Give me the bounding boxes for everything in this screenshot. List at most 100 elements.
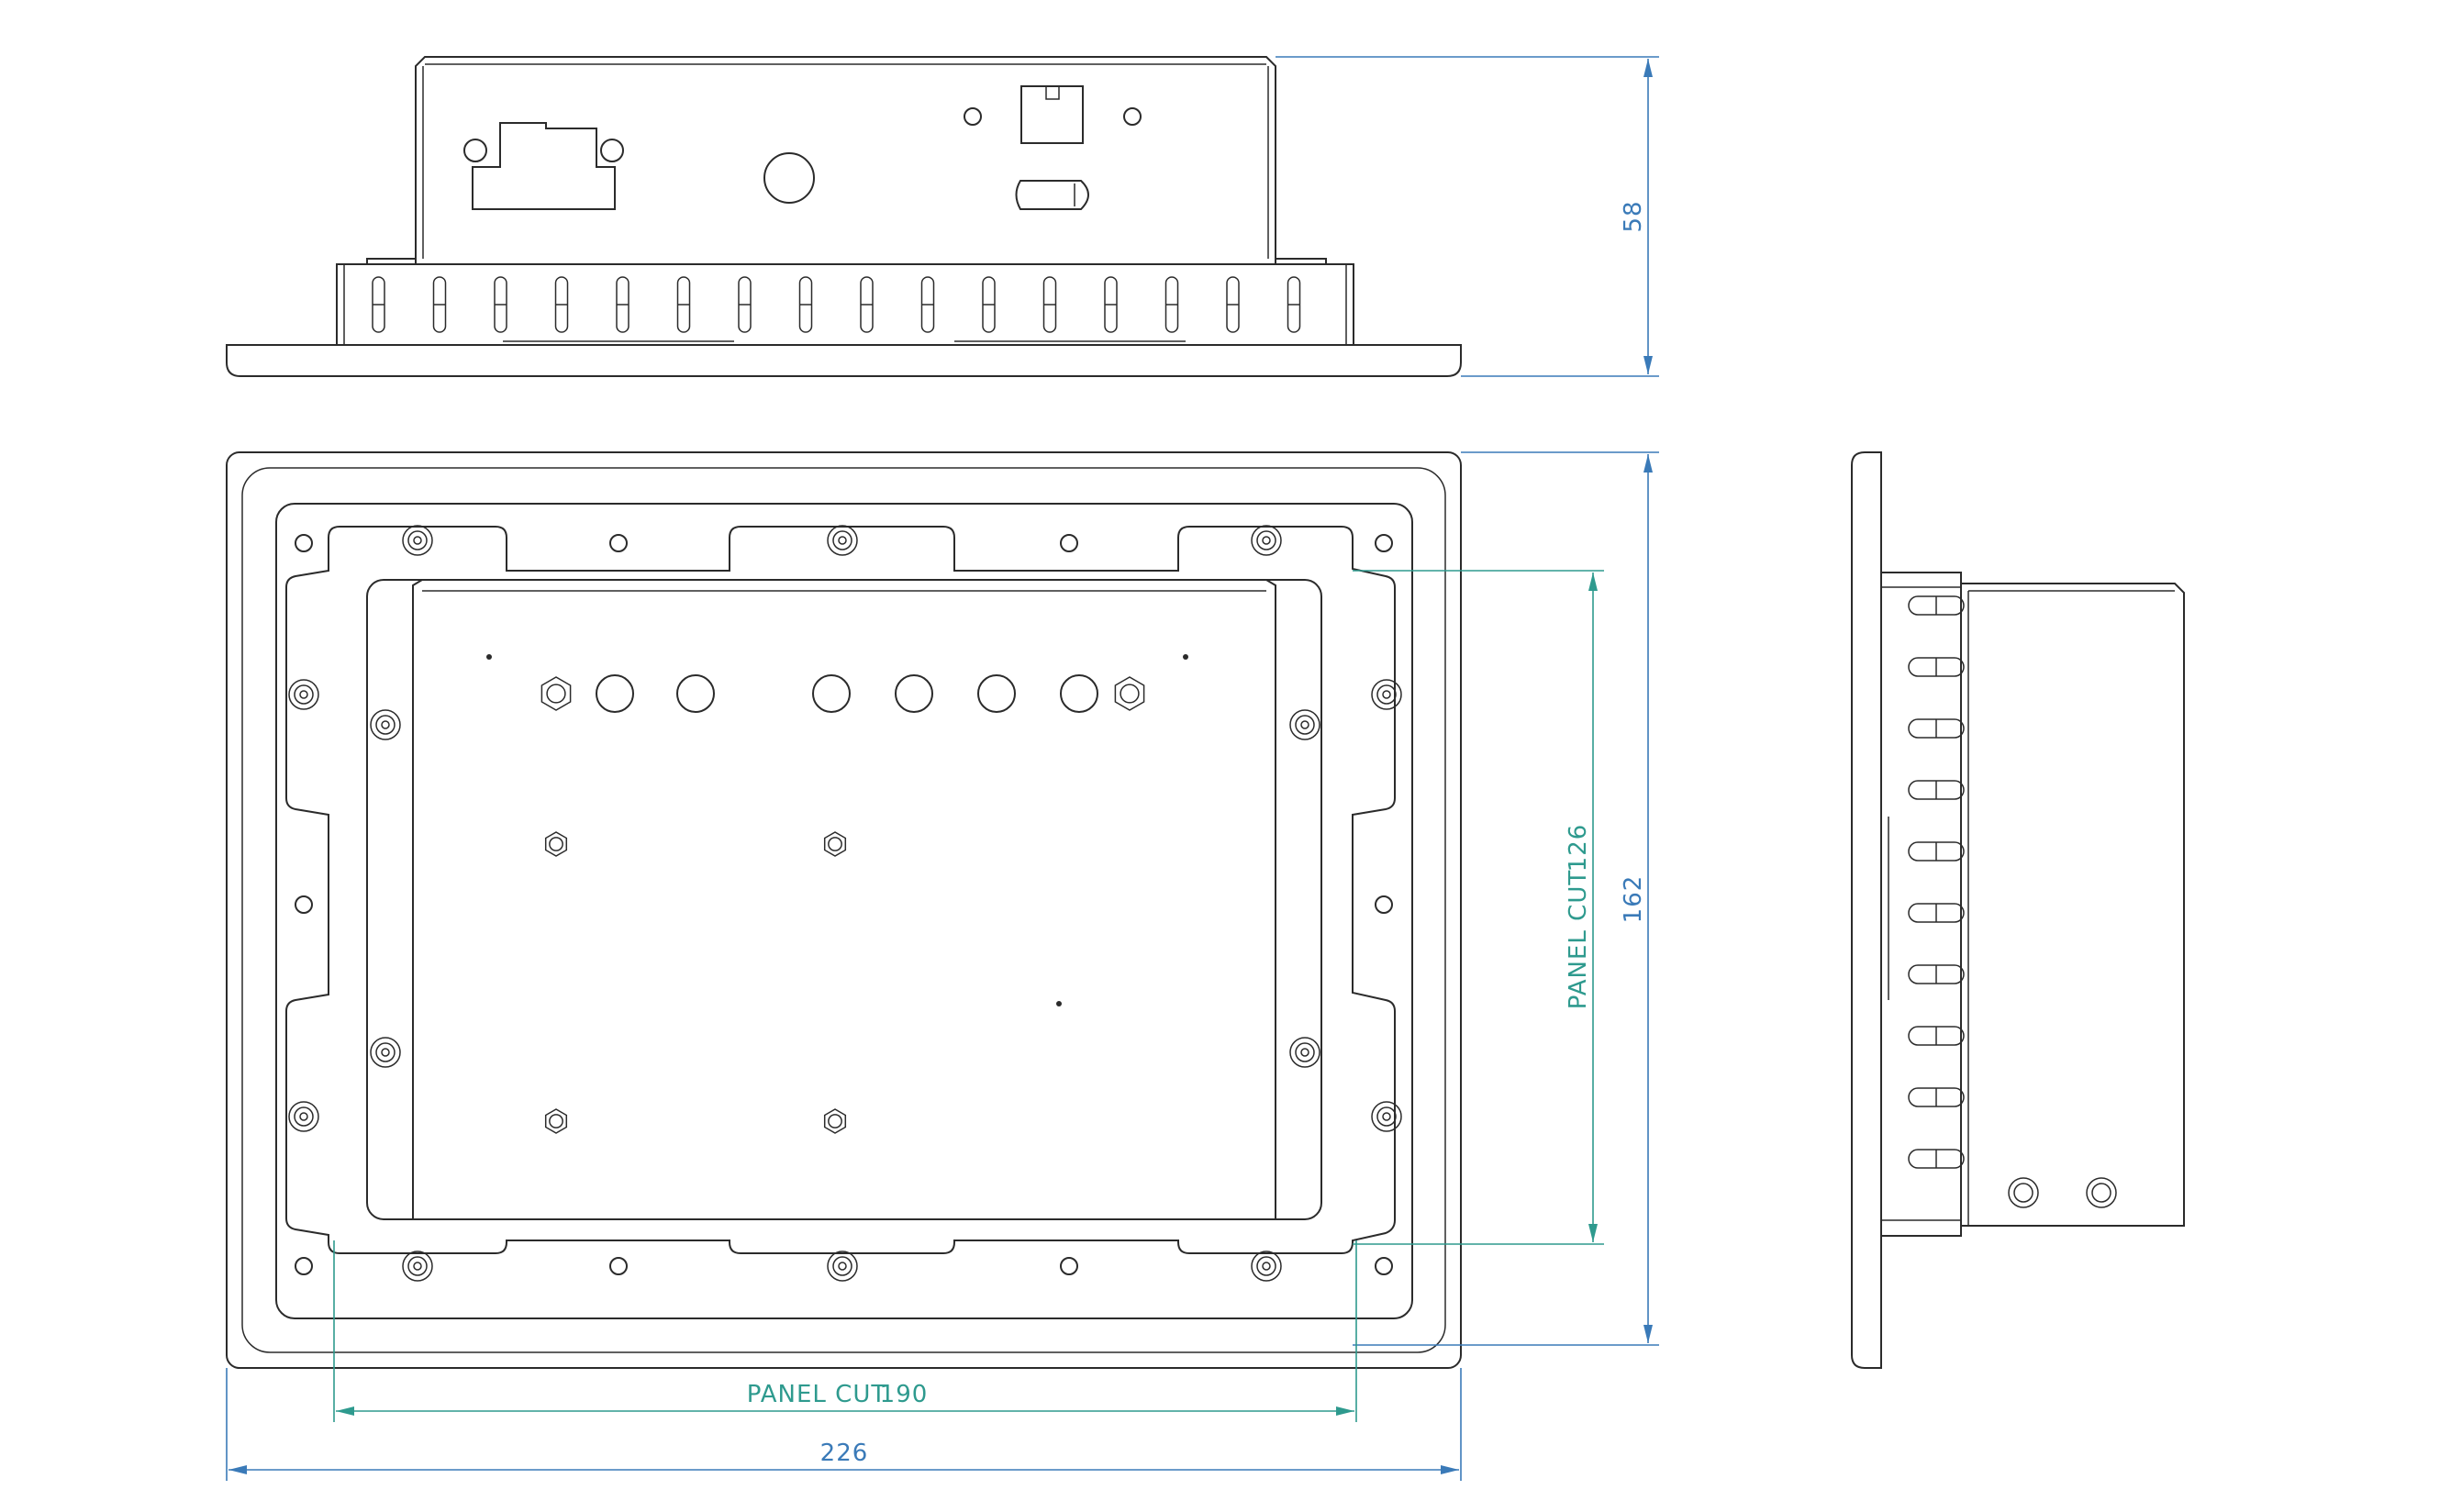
top-view-frame [336, 263, 1354, 345]
port-hole [812, 674, 851, 713]
port-hole [596, 674, 634, 713]
side-view-bezel [1851, 451, 1882, 1369]
dim-arrow [1643, 59, 1653, 77]
port-hole [895, 674, 933, 713]
screw-center [1262, 536, 1271, 545]
standoff-icon [544, 831, 568, 857]
mounting-frame [275, 503, 1413, 1319]
port-hole [977, 674, 1016, 713]
dim-arrow [1643, 454, 1653, 472]
rear-view [226, 451, 1462, 1369]
screw-head [2013, 1183, 2033, 1203]
dim-label-162: 162 [1620, 875, 1647, 924]
port-hole [676, 674, 715, 713]
dimensions: 58 162 PANEL CUT 126 PANEL CUT 190 226 [226, 56, 1659, 1481]
standoff-icon [823, 1108, 847, 1134]
mounting-hole [1375, 534, 1393, 552]
rear-view-ports [596, 674, 1098, 713]
dim-label-58: 58 [1620, 200, 1647, 232]
mounting-hole [1123, 107, 1142, 126]
screw-head [832, 1256, 852, 1276]
screw-icon [1251, 525, 1282, 556]
standoff-icon [540, 676, 572, 711]
rear-view-screws [288, 525, 1402, 1282]
mounting-hole [295, 1257, 313, 1275]
screw-center [413, 536, 422, 545]
top-view-vent-slots [372, 276, 1301, 333]
screw-icon [402, 525, 433, 556]
mounting-hole [295, 895, 313, 914]
dim-arrow [1588, 573, 1598, 591]
mounting-hole [609, 1257, 628, 1275]
screw-icon [1289, 1037, 1320, 1068]
dim-arrow [1643, 356, 1653, 374]
mounting-hole [1375, 1257, 1393, 1275]
standoff-hole [549, 837, 563, 851]
screw-center [381, 1048, 390, 1057]
bracket-outline [285, 526, 1396, 1254]
screw-center [299, 690, 308, 699]
standoff-hole [1120, 684, 1140, 704]
screw-icon [1289, 709, 1320, 740]
screw-center [838, 1262, 847, 1271]
dim-arrow [1336, 1406, 1354, 1416]
mounting-hole [1060, 534, 1078, 552]
top-view-flanges [337, 258, 1354, 265]
dim-arrow [336, 1406, 354, 1416]
rear-view-holes [295, 534, 1393, 1275]
bezel-outer [226, 451, 1462, 1369]
screw-center [1300, 1048, 1309, 1057]
screw-icon [370, 709, 401, 740]
dim-label-226: 226 [820, 1440, 869, 1467]
screw-center [1300, 720, 1309, 729]
standoff-hole [828, 1114, 842, 1128]
power-jack-icon [763, 152, 815, 204]
screw-head [832, 530, 852, 550]
standoff-hole [549, 1114, 563, 1128]
dim-value-126: 126 [1565, 824, 1592, 873]
side-view-housing [1961, 583, 2185, 1227]
screw-icon [1251, 1251, 1282, 1282]
top-view-housing [415, 56, 1276, 259]
screw-center [299, 1112, 308, 1121]
screw-head [294, 684, 314, 705]
standoff-icon [823, 831, 847, 857]
serial-connector-icon [472, 122, 616, 210]
side-view-screws [2008, 1177, 2117, 1208]
hdmi-port-icon [1015, 180, 1089, 210]
mounting-hole [964, 107, 982, 126]
screw-head [1376, 1106, 1397, 1127]
screw-head [1376, 684, 1397, 705]
dim-arrow [1643, 1325, 1653, 1343]
screw-icon [402, 1251, 433, 1282]
screw-icon [1371, 679, 1402, 710]
standoff-icon [1114, 676, 1145, 711]
usb-port-icon [1020, 85, 1084, 144]
top-view [226, 56, 1462, 377]
screw-center [838, 536, 847, 545]
pin-dot [1183, 654, 1188, 660]
screw-head [1256, 530, 1276, 550]
dim-arrow [1588, 1224, 1598, 1242]
side-view-frame [1881, 572, 1962, 1237]
screw-icon [370, 1037, 401, 1068]
port-hole [1060, 674, 1098, 713]
screw-icon [288, 679, 319, 710]
connector-screw-hole [463, 139, 487, 162]
pin-dot [1056, 1001, 1062, 1006]
screw-head [407, 530, 428, 550]
screw-head [407, 1256, 428, 1276]
screw-center [1382, 690, 1391, 699]
screw-head [375, 1042, 396, 1062]
screw-icon [2086, 1177, 2117, 1208]
screw-head [294, 1106, 314, 1127]
standoff-hole [546, 684, 566, 704]
screw-head [1295, 715, 1315, 735]
screw-icon [1371, 1101, 1402, 1132]
dim-value-190: 190 [880, 1381, 929, 1408]
top-view-bezel [226, 344, 1462, 377]
screw-center [381, 720, 390, 729]
connector-screw-hole [600, 139, 624, 162]
pin-dot [486, 654, 492, 660]
mounting-hole [295, 534, 313, 552]
